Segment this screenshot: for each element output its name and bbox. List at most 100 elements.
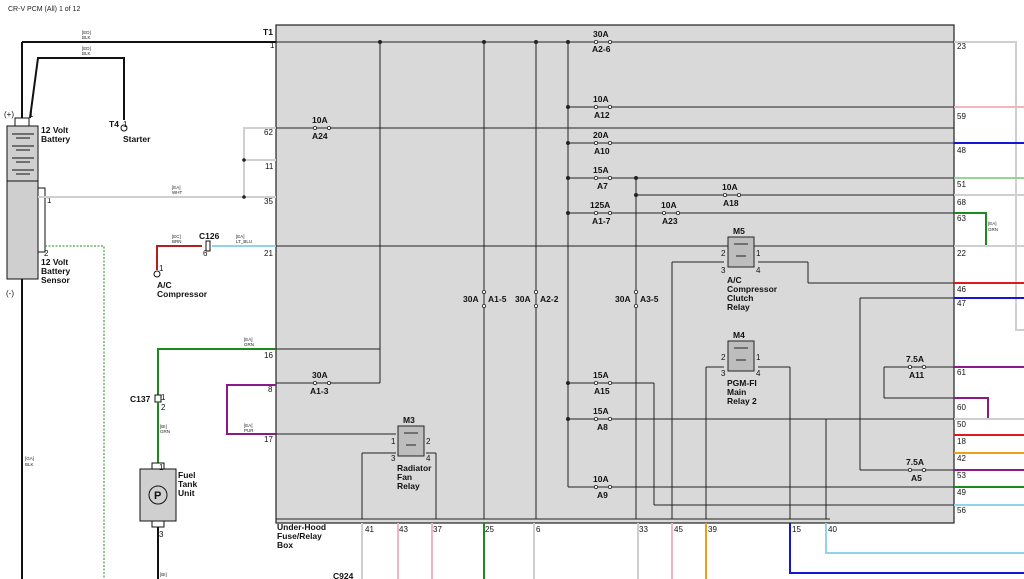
fuse-a23-ref: A23	[662, 216, 678, 226]
right-wires	[954, 41, 1024, 506]
relay-m5-label-4: Relay	[727, 302, 750, 312]
relay-m5: M5 2 1 3 4 A/C Compressor Clutch Relay	[721, 226, 778, 312]
fuse-a1-5-ref: A1-5	[488, 294, 507, 304]
pin-33: 33	[639, 525, 648, 534]
pin-21: 21	[264, 249, 273, 258]
relay-m4-label-3: Relay 2	[727, 396, 757, 406]
starter-wire	[29, 57, 125, 120]
pin-43: 43	[399, 525, 408, 534]
fuse-a2-2-amp: 30A	[515, 294, 531, 304]
starter-ref: T4	[109, 119, 119, 129]
fuse-a24-amp: 10A	[312, 115, 328, 125]
battery-pin-1: 1	[29, 110, 34, 119]
relay-m3-p4: 4	[426, 454, 431, 463]
fuse-a3-5-ref: A3-5	[640, 294, 659, 304]
relay-m4-p2: 2	[721, 353, 726, 362]
pin-42: 42	[957, 454, 966, 463]
fuel-label-1: Fuel	[178, 470, 195, 480]
pin-40: 40	[828, 525, 837, 534]
fuse-symbols	[312, 40, 927, 489]
fuse-a9-ref: A9	[597, 490, 608, 500]
sensor-body	[6, 180, 39, 280]
c126-pin: 6	[203, 249, 208, 258]
fuse-a24-ref: A24	[312, 131, 328, 141]
battery-label-1: 12 Volt	[41, 125, 68, 135]
c137-pin-1: 1	[161, 393, 166, 402]
pin-62: 62	[264, 128, 273, 137]
relay-m3: M3 1 2 3 4 Radiator Fan Relay	[391, 415, 432, 491]
relay-m4-p4: 4	[756, 369, 761, 378]
relay-m3-label-2: Fan	[397, 472, 412, 482]
t1-pin: 1	[270, 41, 275, 50]
pin-35: 35	[264, 197, 273, 206]
relay-m3-p3: 3	[391, 454, 396, 463]
fuse-a8-ref: A8	[597, 422, 608, 432]
fuse-a2-2-ref: A2-2	[540, 294, 559, 304]
fuse-a1-7-amp: 125A	[590, 200, 610, 210]
junction-dots	[378, 40, 638, 421]
fuse-a1-7-ref: A1-7	[592, 216, 611, 226]
battery-minus: (-)	[6, 289, 14, 298]
sensor-loop	[38, 187, 46, 253]
pin-18: 18	[957, 437, 966, 446]
fuse-a11-amp: 7.5A	[906, 354, 924, 364]
pin-23: 23	[957, 42, 966, 51]
fuse-box-label-3: Box	[277, 540, 293, 550]
pin-39: 39	[708, 525, 717, 534]
pin-37: 37	[433, 525, 442, 534]
fuse-a15-ref: A15	[594, 386, 610, 396]
relay-m5-p4: 4	[756, 266, 761, 275]
wht-wire	[38, 127, 276, 198]
c126-ref: C126	[199, 231, 220, 241]
pin-41: 41	[365, 525, 374, 534]
fuse-a10-ref: A10	[594, 146, 610, 156]
grn-dotted-wire	[45, 245, 105, 579]
relay-m5-label-3: Clutch	[727, 293, 753, 303]
relay-m3-p2: 2	[426, 437, 431, 446]
fuse-a7-amp: 15A	[593, 165, 609, 175]
relay-m4-ref: M4	[733, 330, 745, 340]
tag-ea-grn: [EA]	[244, 337, 253, 342]
pin-6: 6	[536, 525, 541, 534]
fuse-a23-amp: 10A	[661, 200, 677, 210]
relay-m4-label-1: PGM-FI	[727, 378, 757, 388]
fuse-relay-box	[275, 24, 955, 524]
starter-label: Starter	[123, 134, 151, 144]
fuse-a2-6-amp: 30A	[593, 29, 609, 39]
ac-comp-label-1: A/C	[157, 280, 172, 290]
relay-m5-ref: M5	[733, 226, 745, 236]
tag-ed-blk-2b: BLK	[82, 51, 91, 56]
fuse-a7-ref: A7	[597, 181, 608, 191]
pin-53: 53	[957, 471, 966, 480]
fuse-a18-ref: A18	[723, 198, 739, 208]
pin-50: 50	[957, 420, 966, 429]
sensor-pin-1: 1	[47, 196, 52, 205]
tag-ed-blk-2: [ED]	[82, 46, 91, 51]
pin-16: 16	[264, 351, 273, 360]
pin-63: 63	[957, 214, 966, 223]
relay-m3-p1: 1	[391, 437, 396, 446]
relay-m3-ref: M3	[403, 415, 415, 425]
ac-comp-terminal	[153, 270, 161, 278]
page-title: CR-V PCM (All) 1 of 12	[8, 6, 81, 13]
relay-m4-label-2: Main	[727, 387, 746, 397]
pin-68: 68	[957, 198, 966, 207]
starter-pin: 1	[123, 120, 128, 129]
c924-ref: C924	[333, 571, 354, 579]
fuel-label-2: Tank	[178, 479, 197, 489]
t1-ref: T1	[263, 27, 273, 37]
relay-m5-label-2: Compressor	[727, 284, 778, 294]
relay-m5-p1: 1	[756, 249, 761, 258]
pin-17: 17	[264, 435, 273, 444]
fuse-a15-amp: 15A	[593, 370, 609, 380]
pur-wire	[226, 384, 276, 435]
fuse-a5-amp: 7.5A	[906, 457, 924, 467]
tag-ed-blk-1b: BLK	[82, 35, 91, 40]
fuse-a18-amp: 10A	[722, 182, 738, 192]
pin-47: 47	[957, 299, 966, 308]
fuse-a1-3-ref: A1-3	[310, 386, 329, 396]
fuse-a1-5-amp: 30A	[463, 294, 479, 304]
ac-comp-pin: 1	[159, 264, 164, 273]
tag-ec-brn-b: BRN	[172, 239, 182, 244]
grn-wire	[157, 348, 276, 395]
